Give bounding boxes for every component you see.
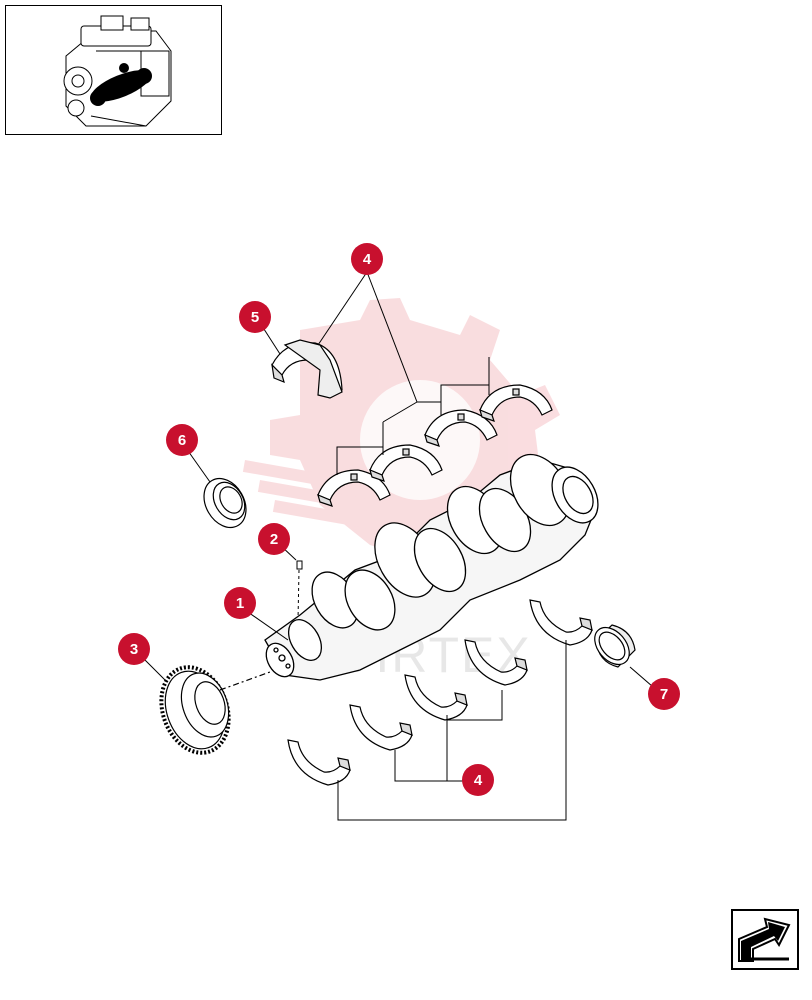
rear-seal	[203, 477, 247, 529]
callout-3-label: 3	[130, 641, 138, 658]
callout-5[interactable]: 5	[239, 301, 271, 333]
callout-4-top[interactable]: 4	[351, 243, 383, 275]
callout-7-label: 7	[660, 686, 668, 703]
lower-bearing-shells	[287, 599, 593, 786]
callout-3[interactable]: 3	[118, 633, 150, 665]
callout-2[interactable]: 2	[258, 523, 290, 555]
next-page-button[interactable]	[731, 909, 799, 970]
callout-4-bottom[interactable]: 4	[462, 764, 494, 796]
callout-1[interactable]: 1	[224, 587, 256, 619]
callout-6[interactable]: 6	[166, 424, 198, 456]
thrust-bearing-shell	[271, 339, 343, 399]
callout-4-bottom-label: 4	[474, 772, 483, 789]
bushing	[594, 624, 636, 668]
callout-6-label: 6	[178, 432, 186, 449]
engine-thumbnail[interactable]	[5, 5, 222, 135]
callout-1-label: 1	[236, 595, 244, 612]
callout-5-label: 5	[251, 309, 259, 326]
callout-2-label: 2	[270, 531, 278, 548]
crankshaft	[264, 453, 599, 681]
callout-7[interactable]: 7	[648, 678, 680, 710]
engine-thumbnail-icon	[63, 15, 172, 127]
crankshaft-gear	[159, 665, 271, 755]
leader-lines	[139, 271, 661, 821]
callout-4-top-label: 4	[363, 251, 372, 268]
next-page-arrow-icon	[738, 917, 791, 962]
upper-bearing-shells	[317, 384, 553, 507]
dowel-pin	[296, 560, 303, 621]
